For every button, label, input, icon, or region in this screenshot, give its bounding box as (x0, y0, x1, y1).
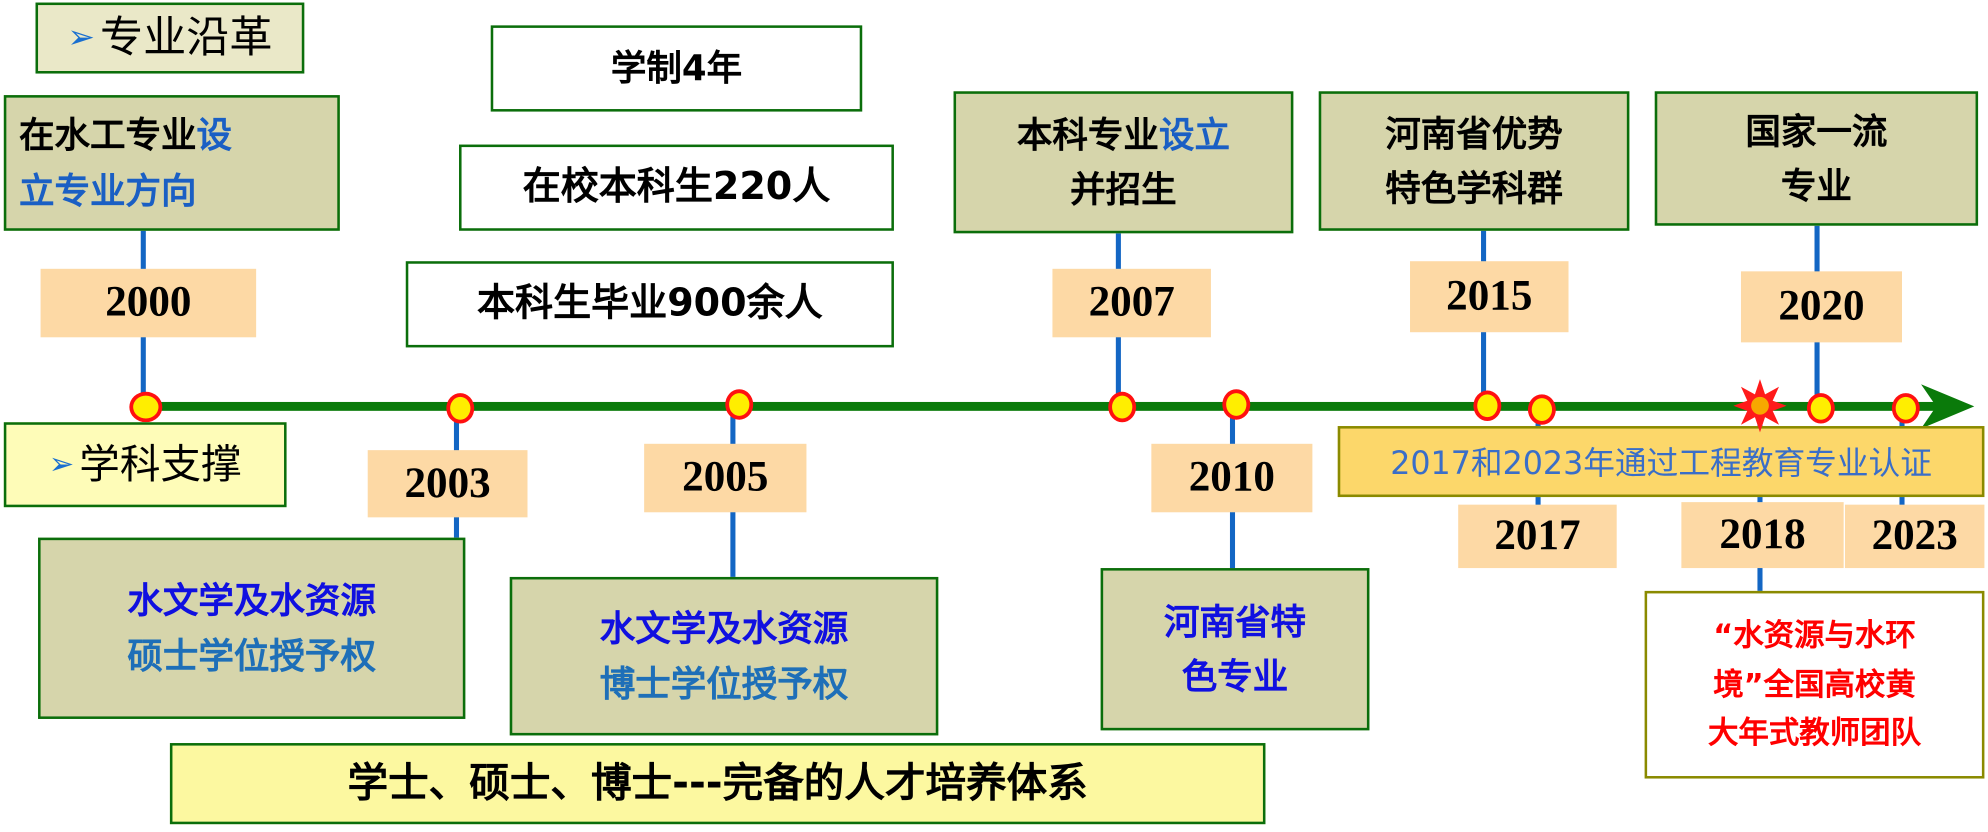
event-2000-text-c: 立专业方向 (19, 169, 197, 212)
arrow-marker-icon: ➢ (67, 18, 95, 57)
event-box-2015: 河南省优势 特色学科群 (1318, 91, 1630, 231)
year-label-2005: 2005 (644, 443, 807, 513)
event-2015-text-a: 河南省优势 (1385, 112, 1563, 155)
timeline-dot-2023 (1891, 393, 1920, 424)
event-2018-text-a: “水资源与水环 (1713, 618, 1916, 654)
connector-2018 (1757, 408, 1763, 594)
timeline-dot-2007 (1108, 391, 1137, 423)
event-2020-text-a: 国家一流 (1745, 109, 1888, 152)
timeline-arrow-icon (1921, 384, 1975, 429)
summary-banner: 学士、硕士、博士---完备的人才培养体系 (169, 743, 1266, 825)
event-2015-text-b: 特色学科群 (1385, 167, 1563, 210)
event-box-2000: 在水工专业设 立专业方向 (3, 95, 340, 231)
year-label-2007: 2007 (1052, 268, 1211, 338)
star-burst-icon-2018 (1733, 379, 1787, 433)
timeline-dot-2010 (1222, 389, 1251, 420)
event-2018-text-b: 境”全国高校黄 (1713, 666, 1916, 703)
event-2000-text-b: 设 (196, 114, 233, 157)
year-label-2010: 2010 (1151, 443, 1313, 513)
event-2020-text-b: 专业 (1780, 164, 1852, 207)
timeline-dot-2017 (1527, 394, 1556, 425)
timeline-axis (139, 401, 1947, 411)
year-label-2015: 2015 (1410, 261, 1569, 333)
stat-duration: 学制4年 (490, 25, 863, 112)
timeline-dot-2003 (446, 393, 475, 424)
event-2003-text-a: 水文学及水资源 (127, 579, 376, 622)
event-box-2018: “水资源与水环 境”全国高校黄 大年式教师团队 (1644, 590, 1985, 779)
timeline-dot-2005 (725, 389, 754, 420)
timeline-dot-2015 (1473, 390, 1502, 421)
year-label-2000: 2000 (40, 268, 257, 338)
event-box-2003: 水文学及水资源 硕士学位授予权 (38, 537, 466, 719)
timeline-dot-2000 (129, 391, 163, 423)
event-box-2010: 河南省特 色专业 (1100, 568, 1370, 731)
timeline-dot-2020 (1806, 393, 1835, 424)
history-header-label: 专业沿革 (100, 12, 273, 63)
stat-graduated: 本科生毕业900余人 (405, 261, 894, 348)
event-2007-text-c: 并招生 (1070, 168, 1177, 211)
arrow-marker-icon: ➢ (48, 446, 75, 482)
year-label-2018: 2018 (1681, 502, 1844, 569)
discipline-header-label: 学科支撑 (79, 439, 242, 488)
stat-enrolled: 在校本科生220人 (459, 144, 894, 231)
event-2018-text-c: 大年式教师团队 (1707, 715, 1922, 751)
certification-banner: 2017和2023年通过工程教育专业认证 (1337, 426, 1985, 498)
year-label-2017: 2017 (1458, 504, 1617, 569)
event-2010-text-a: 河南省特 (1164, 600, 1307, 643)
event-2007-text-a: 本科专业 (1016, 113, 1159, 156)
event-2005-text-b: 博士学位授予权 (599, 662, 849, 705)
event-2000-text-a: 在水工专业 (19, 114, 197, 157)
year-label-2003: 2003 (367, 450, 528, 518)
event-2007-text-b: 设立 (1158, 113, 1230, 156)
event-2003-text-b: 硕士学位授予权 (127, 634, 376, 677)
year-label-2023: 2023 (1844, 504, 1985, 569)
year-label-2020: 2020 (1740, 271, 1902, 343)
discipline-header: ➢ 学科支撑 (3, 422, 287, 508)
event-box-2007: 本科专业设立 并招生 (953, 91, 1294, 234)
history-header: ➢ 专业沿革 (35, 2, 305, 74)
event-box-2020: 国家一流 专业 (1654, 91, 1979, 226)
event-box-2005: 水文学及水资源 博士学位授予权 (509, 576, 939, 736)
event-2010-text-b: 色专业 (1181, 655, 1289, 698)
event-2005-text-a: 水文学及水资源 (599, 607, 849, 650)
